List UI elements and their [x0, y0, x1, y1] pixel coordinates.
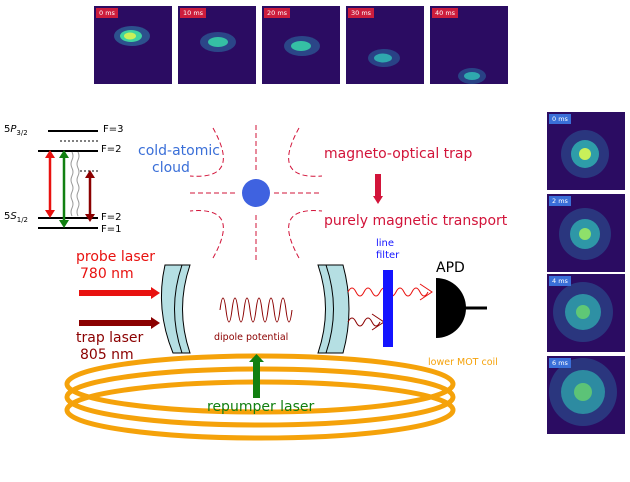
probe-laser-label: probe laser 780 nm [76, 249, 155, 282]
trap-laser-label: trap laser 805 nm [76, 330, 144, 363]
absorption-image-panel: 40 ms [430, 6, 508, 84]
time-tag: 6 ms [549, 358, 571, 368]
s-state-label: 5S1/2 [4, 211, 28, 224]
f2-lower-label: F=2 [101, 212, 122, 223]
transport-label: purely magnetic transport [324, 213, 508, 229]
time-tag: 40 ms [432, 8, 459, 18]
repumper-label: repumper laser [207, 399, 315, 415]
decay-line [76, 151, 80, 217]
absorption-image-panel: 20 ms [262, 6, 340, 84]
time-tag: 0 ms [96, 8, 118, 18]
atomic-cloud [242, 179, 270, 207]
time-tag: 0 ms [549, 114, 571, 124]
fluorescence-image-panel: 4 ms [547, 274, 625, 352]
fluorescence-image [547, 356, 625, 434]
absorption-image-panel: 0 ms [94, 6, 172, 84]
time-tag: 10 ms [180, 8, 207, 18]
quadrupole-field-lines [189, 125, 323, 262]
fluorescence-image-panel: 0 ms [547, 112, 625, 190]
line-filter [383, 270, 393, 347]
mot-label: magneto-optical trap [324, 146, 473, 162]
absorption-image [94, 6, 172, 84]
f1-label: F=1 [101, 224, 122, 235]
repumper-beam [249, 354, 264, 398]
fluorescence-image [547, 112, 625, 190]
left-cavity-mirror [160, 264, 191, 354]
transport-arrow [373, 174, 383, 204]
time-tag: 20 ms [264, 8, 291, 18]
fluorescence-image [547, 274, 625, 352]
cloud-label: cold-atomic cloud [138, 143, 220, 176]
time-tag: 2 ms [549, 196, 571, 206]
f2-upper-label: F=2 [101, 144, 122, 155]
lower-coil-label: lower MOT coil [428, 357, 498, 368]
p-state-label: 5P3/2 [4, 124, 28, 137]
time-tag: 4 ms [549, 276, 571, 286]
fluorescence-image-panel: 2 ms [547, 194, 625, 272]
probe-laser-beam [79, 287, 160, 299]
apd-label: APD [436, 260, 465, 276]
absorption-image-panel: 10 ms [178, 6, 256, 84]
decay-line [70, 151, 74, 217]
absorption-image [178, 6, 256, 84]
trap-laser-beam [79, 317, 160, 329]
line-filter-label: line filter [376, 238, 400, 261]
time-tag: 30 ms [348, 8, 375, 18]
absorption-image [430, 6, 508, 84]
absorption-image [346, 6, 424, 84]
trap-output-wave [347, 317, 381, 327]
absorption-image-panel: 30 ms [346, 6, 424, 84]
energy-level-diagram [38, 130, 98, 229]
apd-detector [436, 278, 487, 338]
absorption-image [262, 6, 340, 84]
f3-label: F=3 [103, 124, 124, 135]
fluorescence-image [547, 194, 625, 272]
dipole-potential-label: dipole potential [214, 332, 289, 343]
fluorescence-image-panel: 6 ms [547, 356, 625, 434]
dipole-standing-wave [219, 297, 293, 323]
